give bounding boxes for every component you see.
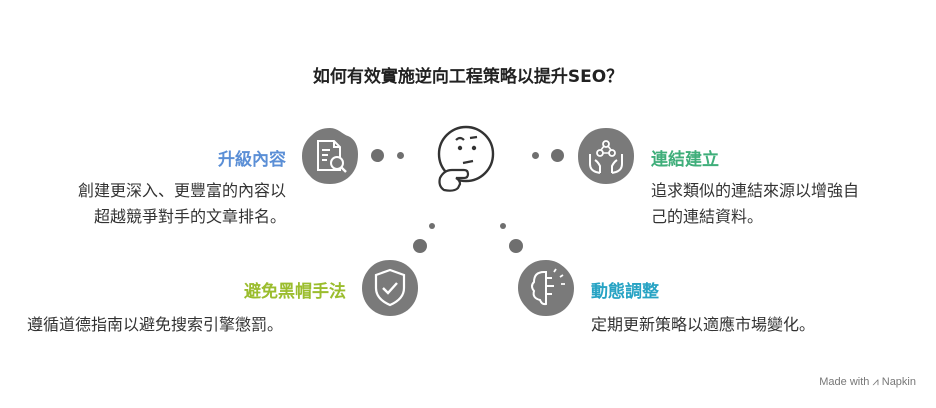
connector-dot	[371, 149, 384, 162]
desc-line: 超越競爭對手的文章排名。	[93, 207, 286, 226]
diagram-title: 如何有效實施逆向工程策略以提升SEO？	[312, 67, 624, 87]
brain-bulb-icon	[518, 260, 574, 316]
connector-dot	[551, 149, 564, 162]
hands-network-icon	[578, 128, 634, 184]
desc-line: 己的連結資料。	[651, 207, 764, 226]
heading-upgrade-content: 升級內容	[218, 150, 286, 170]
credit-brand: Napkin	[881, 376, 916, 388]
thinking-face-icon	[437, 125, 495, 192]
document-search-icon	[302, 128, 358, 184]
heading-link-building: 連結建立	[651, 150, 719, 170]
desc-line: 遵循道德指南以避免搜索引擎懲罰。	[27, 315, 284, 334]
connector-dot	[500, 223, 506, 229]
heading-dynamic-adjust: 動態調整	[591, 282, 659, 302]
credit-prefix: Made with	[819, 376, 870, 388]
shield-check-icon	[362, 260, 418, 316]
napkin-logo-icon: ⩘	[872, 376, 879, 388]
desc-line: 定期更新策略以適應市場變化。	[591, 315, 816, 334]
connector-dot	[509, 239, 523, 253]
desc-avoid-blackhat: 遵循道德指南以避免搜索引擎懲罰。	[27, 312, 283, 338]
connector-dot	[429, 223, 435, 229]
desc-line: 創建更深入、更豐富的內容以	[77, 181, 286, 200]
napkin-credit[interactable]: Made with ⩘ Napkin	[819, 376, 916, 389]
connector-dot	[532, 152, 539, 159]
connector-dot	[397, 152, 404, 159]
desc-line: 追求類似的連結來源以增強自	[651, 181, 860, 200]
connector-dot	[413, 239, 427, 253]
desc-upgrade-content: 創建更深入、更豐富的內容以 超越競爭對手的文章排名。	[10, 178, 286, 230]
desc-dynamic-adjust: 定期更新策略以適應市場變化。	[591, 312, 815, 338]
heading-avoid-blackhat: 避免黑帽手法	[244, 282, 346, 302]
desc-link-building: 追求類似的連結來源以增強自 己的連結資料。	[651, 178, 859, 230]
